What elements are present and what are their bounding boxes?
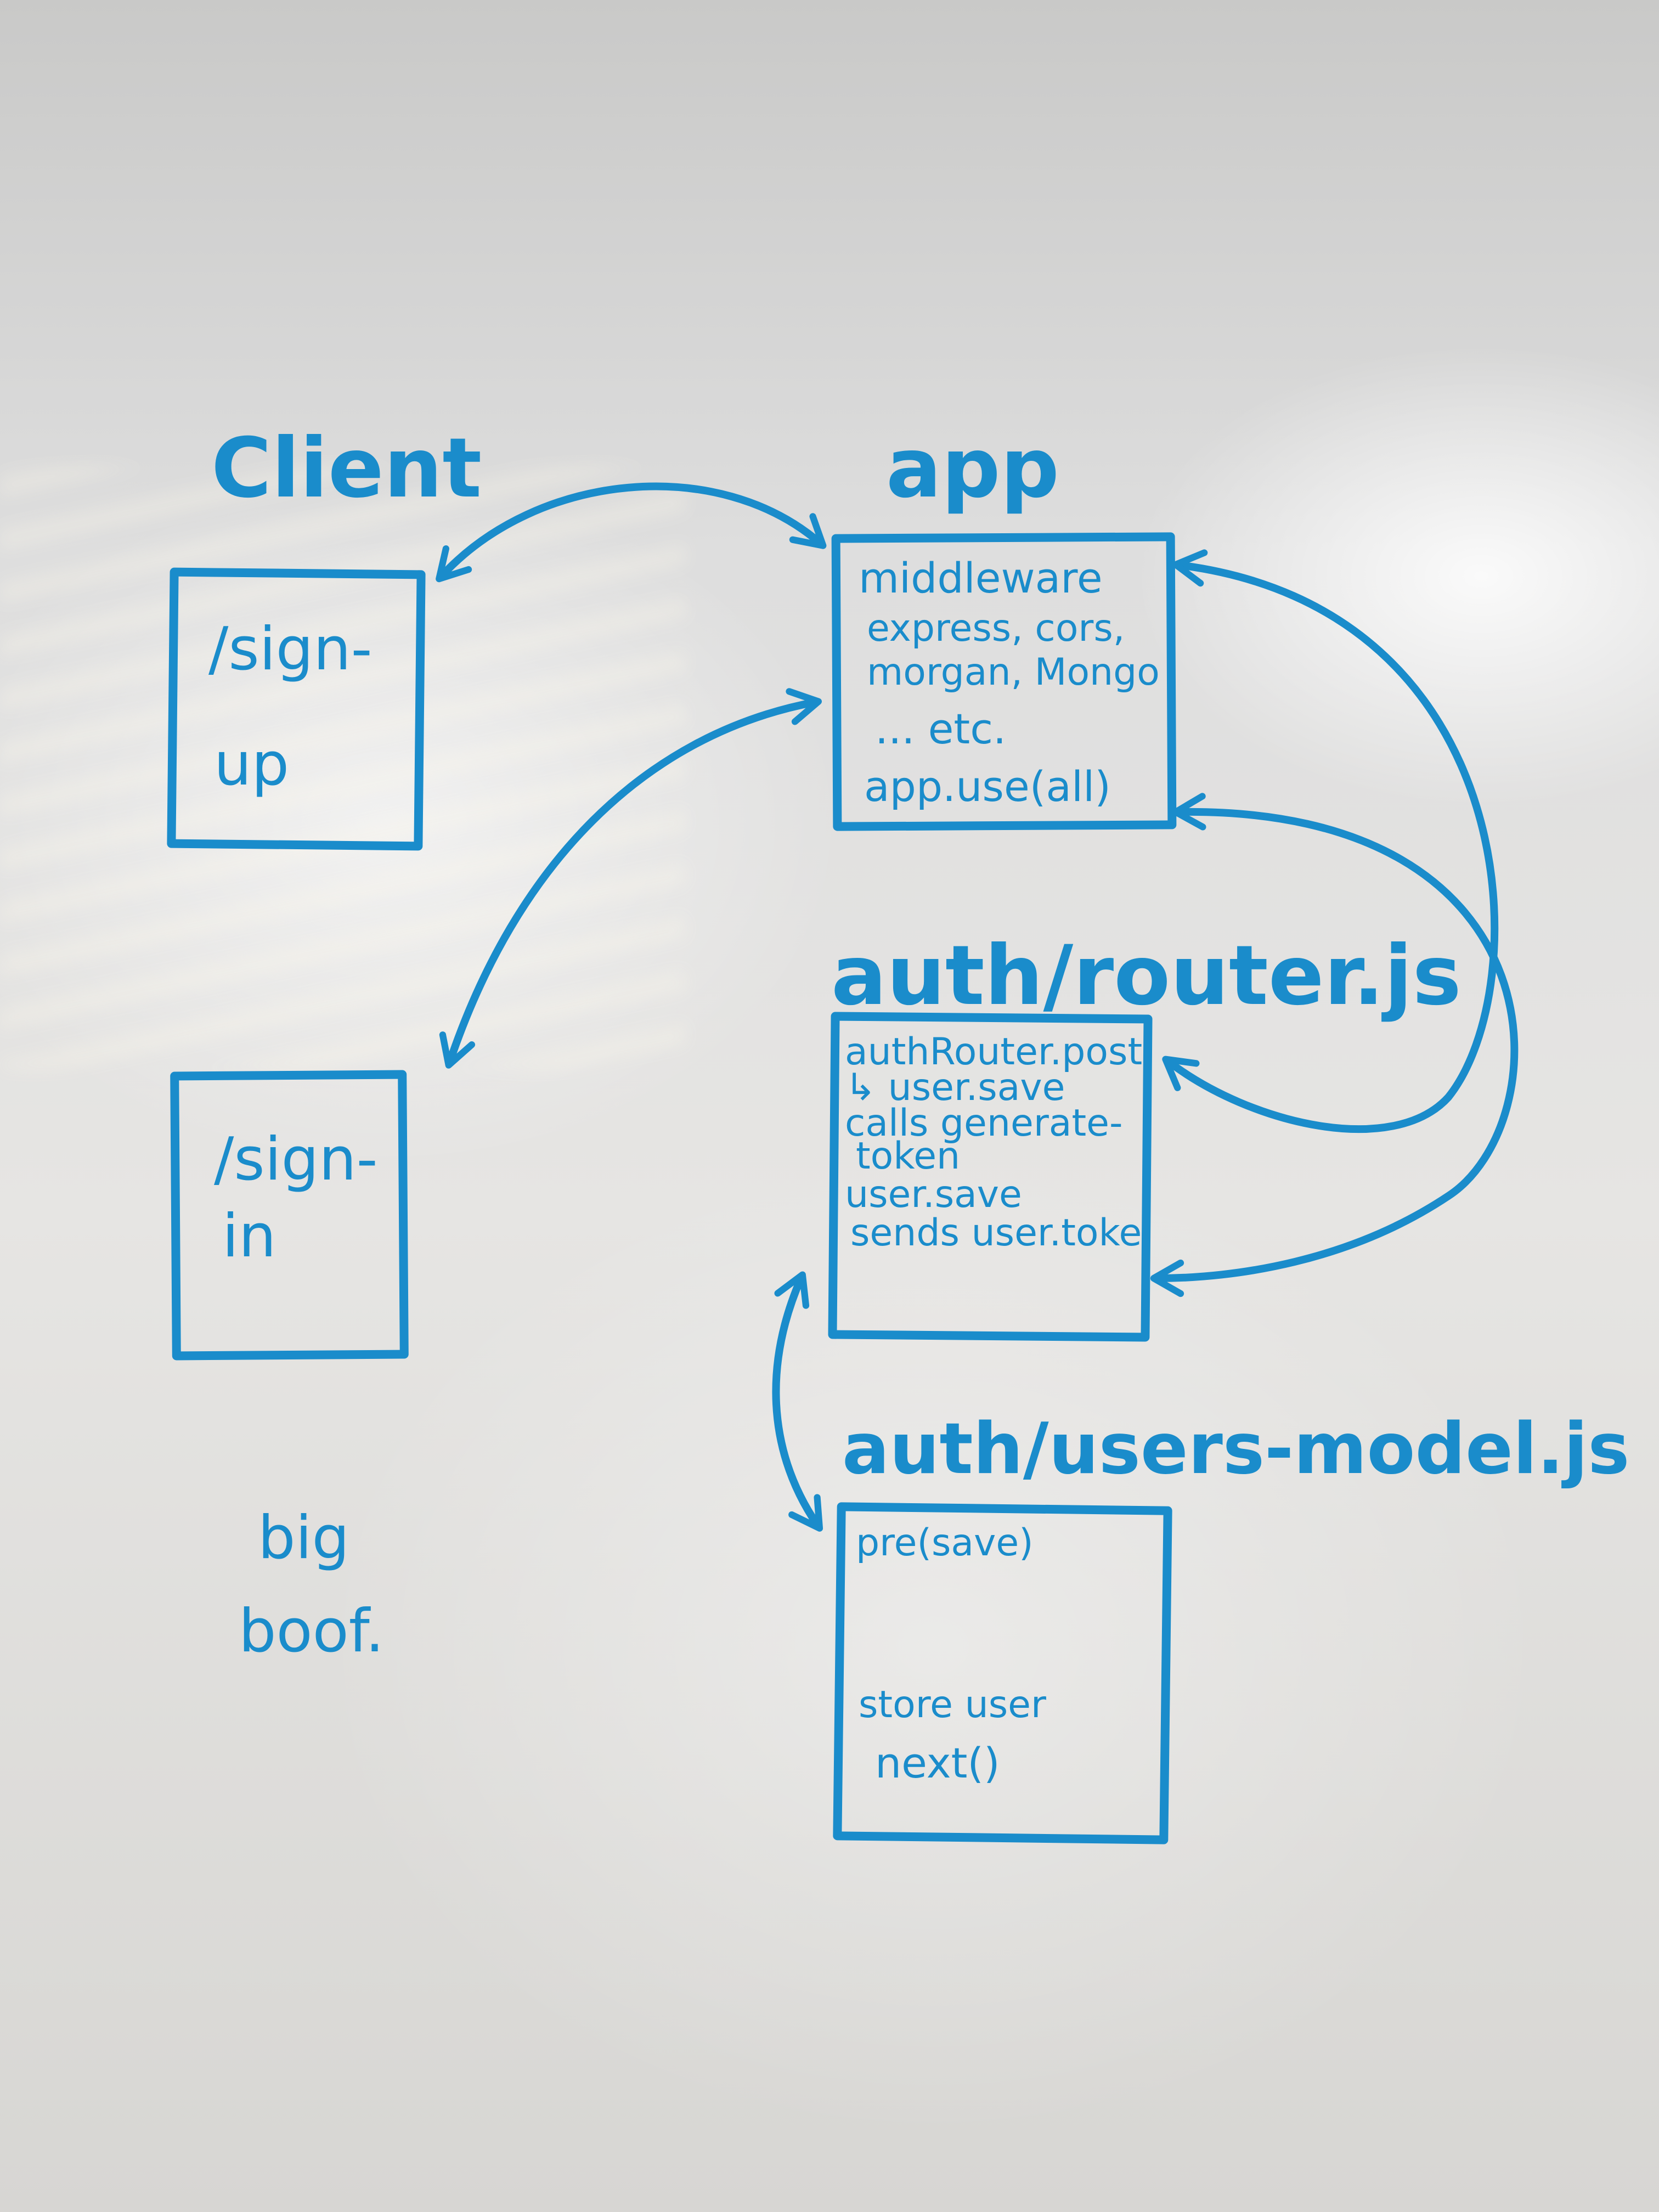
router-line-5: user.save — [845, 1173, 1022, 1216]
router-line-1: authRouter.post — [845, 1030, 1142, 1074]
router-box-frame — [828, 1012, 1153, 1342]
router-box: authRouter.post ↳ user.save calls genera… — [828, 1012, 1153, 1342]
router-line-6: sends user.toke — [850, 1211, 1142, 1255]
signup-line-2: up — [214, 730, 289, 799]
signin-box-frame — [170, 1070, 409, 1361]
signin-line-1: /sign- — [214, 1125, 378, 1194]
model-line-3: next() — [875, 1739, 1000, 1787]
signin-line-2: in — [222, 1202, 276, 1271]
app-title: app — [886, 421, 1059, 516]
signin-box: /sign- in — [170, 1070, 409, 1361]
note-line-2: boof. — [239, 1597, 384, 1666]
router-line-4: token — [856, 1135, 960, 1178]
app-line-2: express, cors, — [867, 607, 1125, 650]
app-line-1: middleware — [859, 554, 1103, 602]
arrow-app-router-upper — [1162, 549, 1499, 1133]
model-box-frame — [833, 1502, 1172, 1844]
model-box: pre(save) store user next() — [833, 1502, 1172, 1844]
app-box: middleware express, cors, morgan, Mongo … — [831, 532, 1177, 831]
signup-box-frame — [167, 567, 426, 851]
model-line-1: pre(save) — [856, 1521, 1034, 1565]
router-line-3: calls generate- — [845, 1102, 1122, 1145]
router-title: auth/router.js — [831, 928, 1462, 1024]
arrow-signin-app — [439, 688, 822, 1069]
app-line-3: morgan, Mongo — [867, 651, 1160, 694]
router-line-2: ↳ user.save — [845, 1066, 1065, 1109]
client-title: Client — [211, 421, 482, 516]
model-title: auth/users-model.js — [842, 1408, 1629, 1490]
app-line-4: ... etc. — [875, 704, 1006, 753]
arrow-router-model — [772, 1271, 823, 1532]
app-line-5: app.use(all) — [864, 762, 1111, 811]
note-line-1: big — [258, 1504, 349, 1572]
arrow-signup-app — [436, 482, 827, 583]
signup-box: /sign- up — [167, 567, 426, 851]
model-line-2: store user — [859, 1683, 1046, 1726]
signup-line-1: /sign- — [208, 615, 373, 684]
arrow-app-router-lower — [1150, 793, 1519, 1297]
